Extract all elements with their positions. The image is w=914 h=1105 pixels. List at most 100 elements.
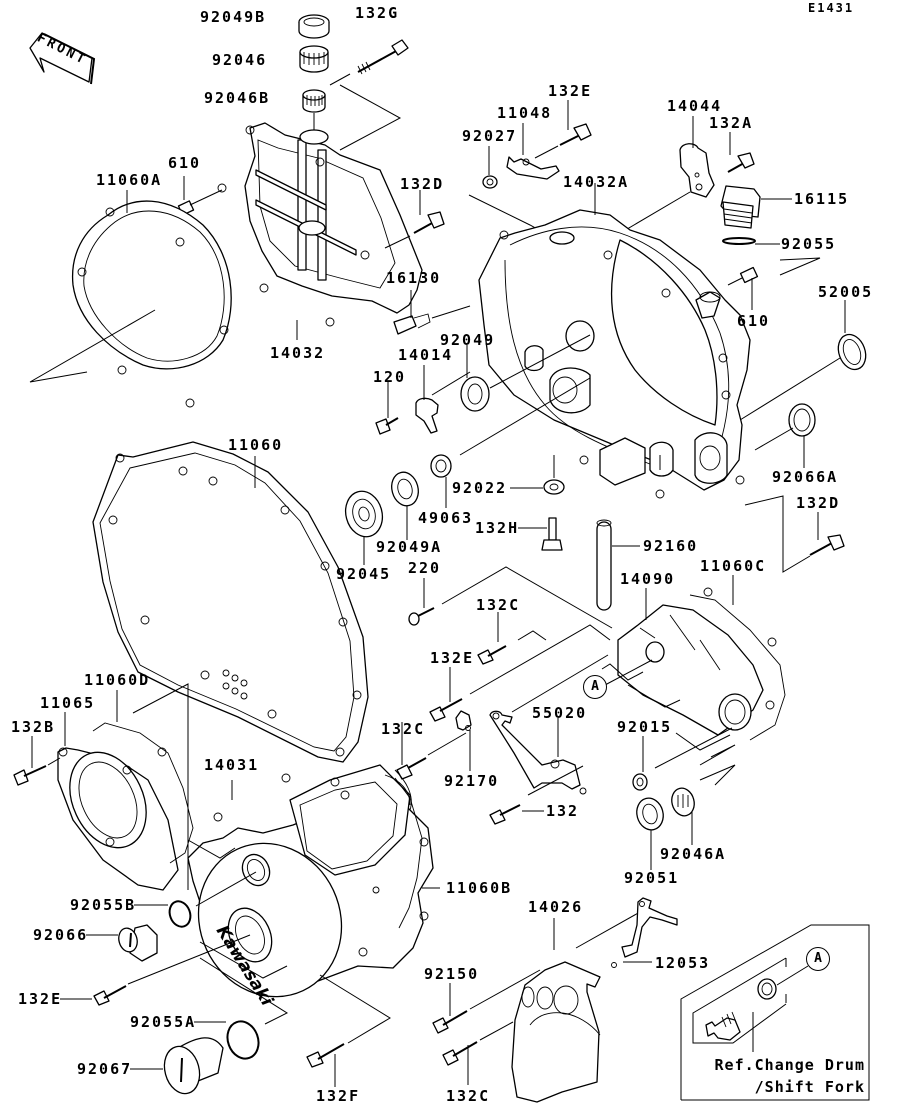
part-label-92160[interactable]: 92160 <box>643 537 699 555</box>
part-14032A-clutch-cover <box>478 183 751 499</box>
part-label-55020[interactable]: 55020 <box>532 704 588 722</box>
part-label-610-right[interactable]: 610 <box>737 312 771 330</box>
part-14032-cover <box>217 122 423 340</box>
part-label-92049A[interactable]: 92049A <box>376 538 443 556</box>
reference-note-line-2: /Shift Fork <box>754 1078 865 1096</box>
part-label-120[interactable]: 120 <box>373 368 407 386</box>
part-label-92049B[interactable]: 92049B <box>200 8 267 26</box>
part-label-132E-low[interactable]: 132E <box>18 990 63 1008</box>
part-132A-bolt <box>727 132 755 173</box>
part-14014-lever <box>415 365 471 434</box>
part-label-132C-mid[interactable]: 132C <box>381 720 426 738</box>
part-11060B-gasket <box>394 777 440 929</box>
part-label-14044[interactable]: 14044 <box>667 97 723 115</box>
part-132E-bolt <box>534 100 592 159</box>
part-label-52005[interactable]: 52005 <box>818 283 874 301</box>
part-label-132[interactable]: 132 <box>546 802 580 820</box>
part-label-132B[interactable]: 132B <box>11 718 56 736</box>
part-label-11048[interactable]: 11048 <box>497 104 553 122</box>
part-label-14014[interactable]: 14014 <box>398 346 454 364</box>
part-49063-fitting <box>430 377 591 508</box>
part-label-92027[interactable]: 92027 <box>462 127 518 145</box>
part-label-16130[interactable]: 16130 <box>386 269 442 287</box>
part-label-92046[interactable]: 92046 <box>212 51 268 69</box>
part-label-14090[interactable]: 14090 <box>620 570 676 588</box>
part-label-92066A[interactable]: 92066A <box>772 468 839 486</box>
part-label-14032A[interactable]: 14032A <box>563 173 630 191</box>
part-label-92049[interactable]: 92049 <box>440 331 496 349</box>
part-220-bolt <box>408 566 613 629</box>
part-52005-oil-seal <box>739 300 867 421</box>
part-label-132D-right[interactable]: 132D <box>796 494 841 512</box>
part-label-610[interactable]: 610 <box>168 154 202 172</box>
part-label-220[interactable]: 220 <box>408 559 442 577</box>
part-132C-bolt <box>442 1021 514 1085</box>
part-label-14026[interactable]: 14026 <box>528 898 584 916</box>
part-92022-washer <box>510 455 565 495</box>
part-92055A-o-ring <box>194 957 289 1060</box>
part-92066-plug <box>86 924 158 962</box>
part-label-132C[interactable]: 132C <box>476 596 521 614</box>
part-92160-pipe <box>596 519 640 611</box>
part-label-92046B[interactable]: 92046B <box>204 89 271 107</box>
part-132F-bolt <box>306 974 391 1087</box>
part-label-11065[interactable]: 11065 <box>40 694 96 712</box>
part-label-132E[interactable]: 132E <box>548 82 593 100</box>
part-132B-bolt <box>13 736 61 786</box>
part-label-92066[interactable]: 92066 <box>33 926 89 944</box>
part-label-132A[interactable]: 132A <box>709 114 754 132</box>
part-label-92046A[interactable]: 92046A <box>660 845 727 863</box>
callout-a-leader <box>601 659 736 786</box>
part-11060D-gasket <box>92 683 194 890</box>
part-16115-oil-filler-cap <box>720 185 792 229</box>
reference-note-line-1: Ref.Change Drum <box>714 1056 865 1074</box>
part-92066A-oil-seal <box>754 403 816 468</box>
part-132H-bolt <box>518 517 563 551</box>
part-92046A-bearing <box>671 787 695 845</box>
part-92067-plug <box>130 1037 224 1095</box>
part-14026-cover <box>511 911 641 1103</box>
part-label-132C-low[interactable]: 132C <box>446 1087 491 1105</box>
callout-a[interactable]: A <box>583 675 607 699</box>
part-label-132H[interactable]: 132H <box>475 519 520 537</box>
part-92150-bolt <box>432 969 541 1034</box>
part-label-132D[interactable]: 132D <box>400 175 445 193</box>
part-label-92055A[interactable]: 92055A <box>130 1013 197 1031</box>
part-label-92045[interactable]: 92045 <box>336 565 392 583</box>
part-label-92150[interactable]: 92150 <box>424 965 480 983</box>
part-11060-gasket <box>92 441 369 763</box>
part-label-14032[interactable]: 14032 <box>270 344 326 362</box>
part-label-92170[interactable]: 92170 <box>444 772 500 790</box>
part-label-11060B[interactable]: 11060B <box>446 879 513 897</box>
part-label-16115[interactable]: 16115 <box>794 190 850 208</box>
part-92049-oil-seal <box>460 334 591 412</box>
part-610-dowel <box>727 266 759 310</box>
part-92046B-needle-bearing <box>302 89 326 132</box>
callout-a-ref[interactable]: A <box>806 947 830 971</box>
part-label-132F[interactable]: 132F <box>316 1087 361 1105</box>
part-label-92015[interactable]: 92015 <box>617 718 673 736</box>
part-label-92051[interactable]: 92051 <box>624 869 680 887</box>
part-label-92055B[interactable]: 92055B <box>70 896 137 914</box>
part-132G-bolt <box>329 39 409 151</box>
part-label-92055[interactable]: 92055 <box>781 235 837 253</box>
part-11060A-gasket <box>29 190 232 408</box>
part-label-49063[interactable]: 49063 <box>418 509 474 527</box>
part-label-132G[interactable]: 132G <box>355 4 400 22</box>
part-132D-bolt <box>744 495 845 573</box>
part-label-132E-mid[interactable]: 132E <box>430 649 475 667</box>
part-label-14031[interactable]: 14031 <box>204 756 260 774</box>
part-label-92022[interactable]: 92022 <box>452 479 508 497</box>
part-132D-bolt <box>384 190 445 249</box>
part-14090-cover <box>617 588 764 736</box>
part-label-11060C[interactable]: 11060C <box>700 557 767 575</box>
diagram-code: E1431 <box>808 1 855 15</box>
part-label-11060[interactable]: 11060 <box>228 436 284 454</box>
part-label-12053[interactable]: 12053 <box>655 954 711 972</box>
part-16130-fitting <box>393 290 471 335</box>
part-label-11060A[interactable]: 11060A <box>96 171 163 189</box>
part-label-11060D[interactable]: 11060D <box>84 671 151 689</box>
part-11048-plate <box>506 123 560 180</box>
part-label-92067[interactable]: 92067 <box>77 1060 133 1078</box>
